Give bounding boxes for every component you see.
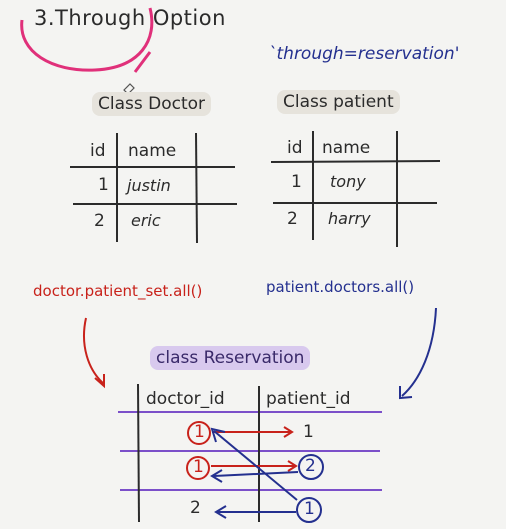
doctor-row1-name: justin: [127, 176, 171, 195]
patient-row2-name: harry: [328, 209, 371, 228]
doctor-row2-id: 2: [94, 211, 105, 231]
blue-link-diagonal: [213, 430, 298, 501]
title-highlight-tail: [133, 51, 152, 73]
doctor-row2-name: eric: [131, 211, 161, 230]
blue-link-diagonal-head: [210, 427, 226, 443]
reservation-header-doctor-id: doctor_id: [146, 389, 225, 409]
reservation-row3-patient-id: 1: [304, 499, 315, 519]
red-link-row1-head: [283, 426, 294, 438]
patient-header-name: name: [322, 138, 371, 158]
blue-arrowhead: [399, 386, 413, 400]
blue-arrow-to-reservation: [401, 307, 437, 397]
reservation-class-label: class Reservation: [150, 346, 311, 370]
reservation-row3-doctor-id: 2: [190, 498, 201, 518]
reservation-row1-patient-id: 1: [303, 422, 314, 442]
doctor-class-label: Class Doctor: [92, 92, 212, 116]
red-arrowhead: [94, 374, 105, 389]
reservation-table-grid: [118, 411, 382, 491]
patient-row1-id: 1: [291, 172, 302, 192]
blue-link-row3-head: [214, 505, 227, 519]
red-link-row2-head: [287, 460, 298, 472]
reservation-row2-doctor-id: 1: [193, 457, 204, 477]
reservation-row2-patient-id: 2: [305, 456, 316, 476]
title-highlight-circle: [20, 7, 154, 72]
res-row1-doctor-circle: [187, 421, 211, 445]
res-row2-doctor-circle: [186, 456, 210, 480]
res-row2-patient-circle: [298, 454, 324, 480]
reservation-header-patient-id: patient_id: [266, 389, 351, 409]
doctor-row1-id: 1: [98, 175, 109, 195]
reservation-row1-doctor-id: 1: [194, 422, 205, 442]
patient-header-id: id: [287, 138, 303, 158]
blue-link-row2: [213, 471, 299, 477]
res-row3-patient-circle: [296, 497, 322, 523]
patient-query-call: patient.doctors.all(): [266, 278, 415, 296]
patient-class-label: Class patient: [277, 90, 400, 114]
blue-link-row2-head: [210, 469, 223, 483]
page-title: 3.Through Option: [34, 6, 226, 30]
reservation-column-lines: [137, 383, 260, 523]
doctor-header-name: name: [128, 141, 177, 161]
doctor-header-id: id: [90, 141, 106, 161]
doctor-query-call: doctor.patient_set.all(): [33, 282, 203, 300]
patient-row2-id: 2: [287, 209, 298, 229]
doctor-table-grid: [70, 132, 237, 244]
red-arrow-to-reservation: [83, 317, 105, 385]
patient-row1-name: tony: [330, 172, 366, 191]
through-note: `through=reservation': [268, 44, 460, 64]
patient-table-grid: [270, 131, 441, 247]
